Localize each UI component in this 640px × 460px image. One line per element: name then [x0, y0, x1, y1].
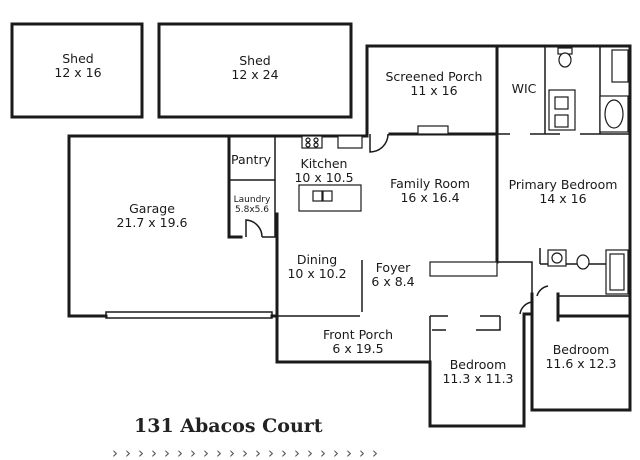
sink-icon	[322, 190, 333, 202]
sink-icon	[312, 190, 323, 202]
room-size-dining: 10 x 10.2	[287, 266, 346, 281]
shed-small-outline	[10, 22, 144, 119]
room-label-shed-large: Shed	[239, 53, 270, 68]
room-size-screened-porch: 11 x 16	[410, 83, 457, 98]
room-label-foyer: Foyer	[376, 260, 411, 275]
room-label-garage: Garage	[129, 201, 175, 216]
room-label-shed-small: Shed	[62, 51, 93, 66]
room-size-bedroom-right: 11.6 x 12.3	[545, 356, 616, 371]
sink-icon	[554, 114, 569, 128]
stove-icon	[301, 135, 323, 149]
room-size-front-porch: 6 x 19.5	[332, 341, 383, 356]
room-label-primary-bedroom: Primary Bedroom	[509, 177, 618, 192]
laundry-door-swing	[245, 219, 263, 238]
room-size-shed-large: 12 x 24	[231, 67, 278, 82]
sink-icon	[554, 96, 569, 110]
bedroom-door-swing	[519, 301, 533, 315]
room-label-bedroom-right: Bedroom	[553, 342, 610, 357]
room-label-pantry: Pantry	[231, 152, 272, 167]
laundry-walls	[228, 180, 276, 238]
counter-icon	[337, 135, 363, 149]
room-size-bedroom-left: 11.3 x 11.3	[442, 371, 513, 386]
burner-icon	[313, 137, 319, 143]
property-address: 131 Abacos Court	[134, 415, 323, 437]
front-porch-inner-wall	[277, 315, 500, 362]
room-label-laundry: Laundry	[234, 195, 271, 205]
room-label-bedroom-left: Bedroom	[450, 357, 507, 372]
bedroom-divider	[523, 295, 630, 320]
burner-icon	[305, 137, 311, 143]
hallway-walls	[432, 261, 533, 331]
room-label-front-porch: Front Porch	[323, 327, 393, 342]
room-label-screened-porch: Screened Porch	[386, 69, 483, 84]
shower-icon	[611, 49, 629, 83]
room-size-laundry: 5.8x5.6	[235, 205, 269, 215]
room-size-garage: 21.7 x 19.6	[116, 215, 187, 230]
hall-door-swing	[536, 285, 549, 297]
bench-icon	[429, 261, 498, 277]
shed-large-outline	[157, 22, 353, 119]
room-label-kitchen: Kitchen	[301, 156, 348, 171]
room-size-shed-small: 12 x 16	[54, 65, 101, 80]
garage-door	[105, 311, 273, 319]
room-size-family-room: 16 x 16.4	[400, 190, 459, 205]
room-size-primary-bedroom: 14 x 16	[539, 191, 586, 206]
room-label-family-room: Family Room	[390, 176, 470, 191]
fireplace-icon	[417, 125, 449, 135]
tub-basin-icon	[609, 253, 625, 291]
toilet-icon	[558, 52, 572, 68]
burner-icon	[305, 142, 311, 148]
sink-icon	[551, 252, 563, 264]
room-label-wic: WIC	[512, 81, 537, 96]
room-label-dining: Dining	[297, 252, 337, 267]
room-size-foyer: 6 x 8.4	[371, 274, 414, 289]
tub-basin-icon	[604, 99, 624, 129]
porch-door-swing	[369, 133, 389, 153]
burner-icon	[313, 142, 319, 148]
room-size-kitchen: 10 x 10.5	[294, 170, 353, 185]
chevron-decoration-icon: ›››››››››››››››››››››	[112, 444, 385, 460]
toilet-icon	[576, 254, 590, 270]
